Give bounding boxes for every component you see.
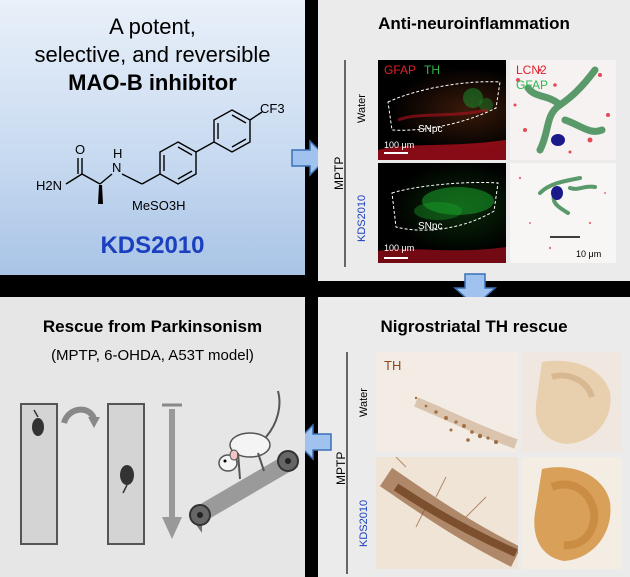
micrograph-th-snpc-kds2010: [376, 457, 518, 569]
pole-test-frame-2: [107, 403, 145, 545]
scale-label-water: 100 μm: [384, 140, 415, 150]
row-label-kds2010: KDS2010: [356, 194, 368, 242]
snpc-label-water: SNpc: [418, 124, 443, 135]
micrograph-th-striatum-water: [522, 352, 622, 452]
rescue-subtitle: (MPTP, 6-OHDA, A53T model): [51, 347, 254, 364]
scale-bar-kds2010: [384, 257, 408, 259]
amine-n-label: N: [112, 160, 122, 175]
scale-label-10um: 10 μm: [576, 249, 602, 259]
th-label: TH: [424, 63, 440, 77]
neuroinflammation-panel: Anti-neuroinflammation MPTP Water KDS201…: [318, 0, 630, 281]
cf3-label: CF3: [260, 101, 285, 116]
gfap-label: GFAP: [384, 63, 417, 77]
methyl-wedge: [98, 185, 103, 204]
chemical-structure: [65, 109, 263, 204]
compound-panel: A potent, selective, and reversible MAO-…: [0, 0, 305, 275]
pole-test-frame-1: [20, 403, 58, 545]
row-label-water-br: Water: [358, 388, 370, 417]
compound-name: KDS2010: [100, 232, 205, 259]
amide-nh2-label: H2N: [36, 178, 63, 193]
nigrostriatal-title: Nigrostriatal TH rescue: [380, 317, 568, 336]
parkinsonism-panel: Rescue from Parkinsonism (MPTP, 6-OHDA, …: [0, 297, 305, 577]
group-bracket-br: [346, 352, 348, 574]
rotarod-treadmill-illustration: [189, 390, 299, 533]
upper-phenyl-ring: [213, 109, 251, 153]
turn-arrow-icon: [61, 406, 100, 428]
gfap-label-zoom: GFAP: [516, 78, 549, 92]
title-line-3: MAO-B inhibitor: [68, 70, 237, 95]
title-line-1: A potent,: [109, 14, 196, 39]
group-bracket: [344, 60, 346, 267]
rescue-title: Rescue from Parkinsonism: [42, 317, 263, 336]
row-label-water: Water: [356, 94, 368, 123]
scale-label-kds2010: 100 μm: [384, 243, 415, 253]
micrograph-gfap-th-water: GFAP TH SNpc 100 μm: [378, 60, 506, 160]
carbonyl-o-label: O: [75, 142, 86, 157]
micrograph-lcn2-gfap-kds2010: 10 μm: [510, 163, 616, 263]
salt-label: MeSO3H: [132, 198, 186, 213]
descent-arrow-icon: [162, 403, 182, 539]
th-label-br: TH: [384, 358, 402, 373]
micrograph-th-snpc-water: TH: [376, 352, 518, 452]
amine-h-label: H: [113, 146, 123, 161]
micrograph-lcn2-gfap-water: LCN2 GFAP: [510, 60, 616, 160]
nigrostriatal-panel: Nigrostriatal TH rescue MPTP Water KDS20…: [318, 297, 630, 577]
snpc-label-kds2010: SNpc: [418, 221, 443, 232]
micrograph-gfap-th-kds2010: SNpc 100 μm: [378, 163, 506, 263]
title-line-2: selective, and reversible: [34, 42, 271, 67]
scale-bar-water: [384, 152, 408, 154]
anti-neuroinflammation-title: Anti-neuroinflammation: [378, 14, 570, 33]
micrograph-th-striatum-kds2010: [522, 457, 622, 569]
lower-phenyl-ring: [159, 141, 197, 185]
row-label-kds2010-br: KDS2010: [358, 499, 370, 547]
lcn2-label: LCN2: [516, 63, 547, 77]
